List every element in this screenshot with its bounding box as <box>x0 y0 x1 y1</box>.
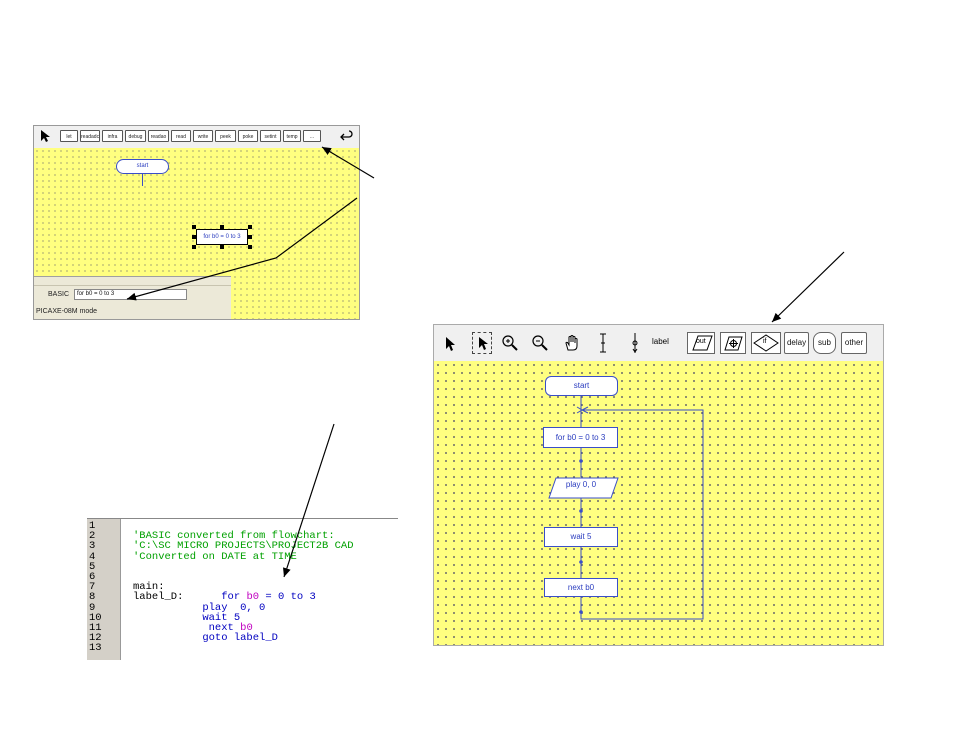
basic-label: BASIC <box>48 291 70 298</box>
code-kw-next: next <box>208 622 234 635</box>
code-main-label: main: <box>133 581 165 594</box>
play-node-label: play 0, 0 <box>565 480 597 489</box>
label-tool[interactable]: label <box>652 337 669 346</box>
line-number: 2 <box>89 530 96 543</box>
small-tool-button-1[interactable]: readadc <box>80 130 100 142</box>
code-kw-goto: goto <box>202 632 228 645</box>
code-comment-2: 'C:\SC MICRO PROJECTS\PROJECT2B CAD <box>133 540 354 553</box>
code-var-b0: b0 <box>246 591 260 604</box>
connector-tool-icon[interactable] <box>629 331 641 355</box>
arrow-to-more-button <box>321 146 375 179</box>
basic-field-value: for b0 = 0 to 3 <box>77 291 115 297</box>
hand-pan-icon[interactable] <box>563 334 581 352</box>
if-tool-button[interactable]: if <box>751 332 781 354</box>
other-tool-button[interactable]: other <box>841 332 867 354</box>
line-number: 7 <box>89 581 96 594</box>
line-number: 12 <box>89 632 102 645</box>
code-for-rest: = 0 to 3 <box>259 591 316 604</box>
small-tool-button-3[interactable]: debug <box>125 130 146 142</box>
status-text: PICAXE-08M mode <box>36 308 98 315</box>
small-selected-node[interactable]: for b0 = 0 to 3 <box>196 229 248 245</box>
for-loop-node[interactable]: for b0 = 0 to 3 <box>543 427 618 448</box>
out-tool-label: out <box>696 338 706 345</box>
line-number: 8 <box>89 591 96 604</box>
code-wait: wait 5 <box>202 611 241 624</box>
small-tool-button-8[interactable]: poke <box>238 130 258 142</box>
line-number: 3 <box>89 540 96 553</box>
code-comment-3: 'Converted on DATE at TIME <box>133 550 297 563</box>
small-tool-button-5[interactable]: read <box>171 130 191 142</box>
small-tool-button-11[interactable]: ... <box>303 130 321 142</box>
small-tool-button-0[interactable]: let <box>60 130 78 142</box>
line-number: 10 <box>89 611 102 624</box>
vertical-line-tool-icon[interactable] <box>597 331 609 355</box>
pointer-icon[interactable] <box>39 129 51 143</box>
out-tool-button[interactable]: out <box>687 332 715 354</box>
code-text[interactable]: 'BASIC converted from flowchart: 'C:\SC … <box>133 521 354 654</box>
code-play: play 0, 0 <box>202 601 266 614</box>
flow-connectors <box>576 396 704 620</box>
small-start-node[interactable]: start <box>116 159 169 174</box>
arrow-to-code <box>282 423 335 578</box>
play-node-shape[interactable] <box>543 477 619 499</box>
code-goto-target: label_D <box>227 632 278 645</box>
small-tool-button-4[interactable]: readao <box>148 130 169 142</box>
small-tool-button-7[interactable]: peek <box>215 130 236 142</box>
code-next-var: b0 <box>240 622 253 635</box>
small-tool-button-10[interactable]: temp <box>283 130 301 142</box>
code-kw-for: for <box>221 591 241 604</box>
select-pointer-icon[interactable] <box>472 332 492 354</box>
large-flowchart-editor: label out if delay sub other <box>433 324 884 646</box>
code-label-d: label_D: <box>133 591 184 604</box>
delay-tool-button[interactable]: delay <box>784 332 809 354</box>
next-node[interactable]: next b0 <box>544 578 618 597</box>
line-number: 1 <box>89 520 96 532</box>
small-tool-button-2[interactable]: infra <box>102 130 123 142</box>
sub-tool-button[interactable]: sub <box>813 332 836 354</box>
undo-icon[interactable] <box>340 130 354 144</box>
wait-node[interactable]: wait 5 <box>544 527 618 547</box>
start-node[interactable]: start <box>545 376 618 396</box>
small-tool-button-6[interactable]: write <box>193 130 213 142</box>
small-tool-button-9[interactable]: setint <box>260 130 281 142</box>
process-tool-icon[interactable] <box>720 332 746 354</box>
large-canvas[interactable] <box>434 361 883 645</box>
line-number: 5 <box>89 560 96 573</box>
line-number-gutter <box>87 519 121 660</box>
arrow-to-toolbar <box>771 251 845 323</box>
line-number: 13 <box>89 642 102 655</box>
zoom-in-icon[interactable] <box>501 334 519 352</box>
code-comment-1: 'BASIC converted from flowchart: <box>133 530 335 543</box>
line-number: 6 <box>89 571 96 584</box>
selection-handles <box>192 225 252 249</box>
line-number: 4 <box>89 550 96 563</box>
line-number: 9 <box>89 601 96 614</box>
zoom-out-icon[interactable] <box>531 334 549 352</box>
arrow-to-basic-field <box>126 197 358 301</box>
small-connector <box>142 174 143 186</box>
large-toolbar: label out if delay sub other <box>434 325 883 362</box>
line-number: 11 <box>89 622 102 635</box>
pointer-icon[interactable] <box>443 336 457 352</box>
if-tool-label: if <box>763 338 767 345</box>
